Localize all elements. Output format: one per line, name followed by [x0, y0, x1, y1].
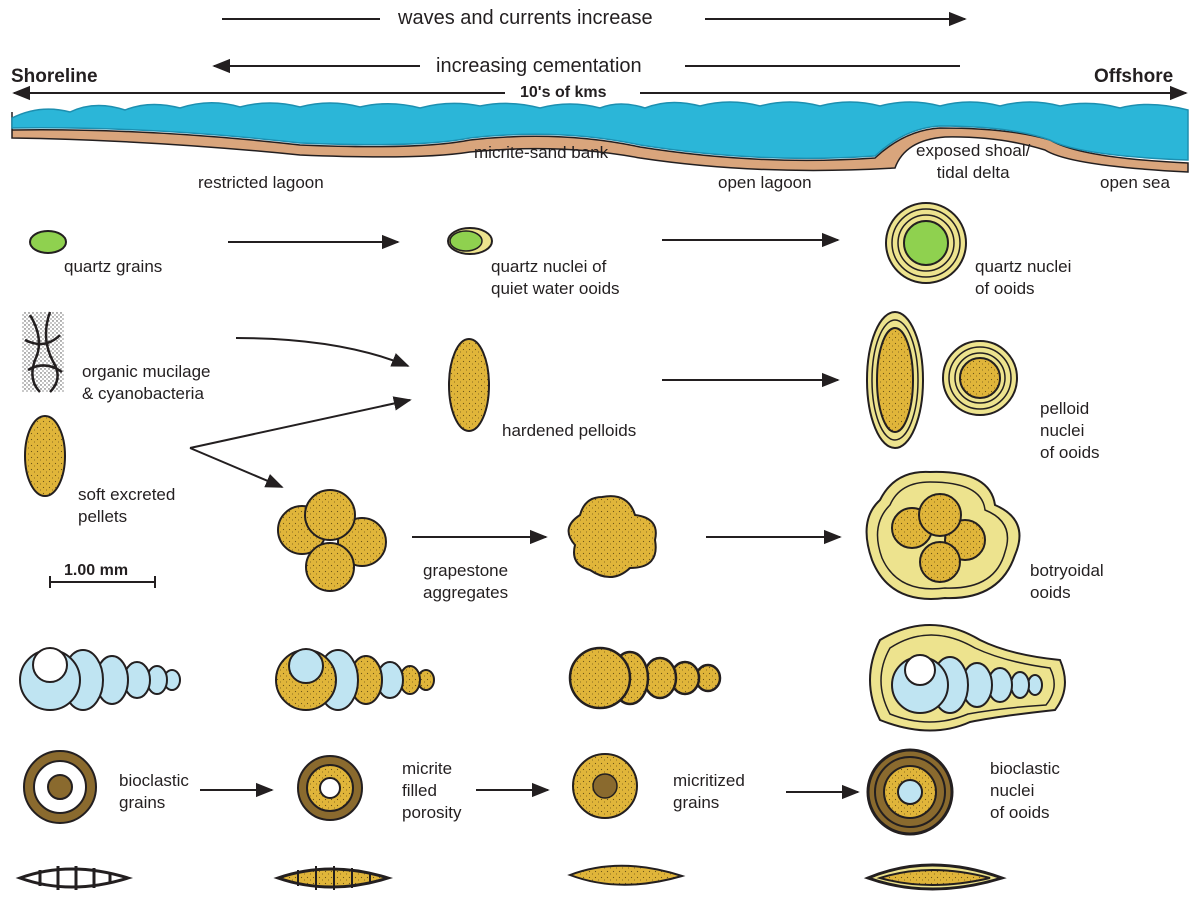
bioclastic-ooid [868, 750, 952, 834]
label-micrite-filled: micrite filled porosity [402, 758, 462, 824]
elongate-bioclast [20, 866, 128, 890]
gastropod-micritized [570, 648, 720, 708]
label-quartz-nuclei-quiet: quartz nuclei of quiet water ooids [491, 256, 620, 300]
env-open-lagoon: open lagoon [718, 172, 812, 194]
arrow [190, 448, 282, 487]
organic-mucilage [22, 312, 64, 392]
pelloid-ooid-elongate [867, 312, 923, 448]
quartz-ooid [886, 203, 966, 283]
quartz-grain [30, 231, 66, 253]
label-quartz-nuclei-ooids: quartz nuclei of ooids [975, 256, 1071, 300]
label-soft-pellets: soft excreted pellets [78, 484, 175, 528]
env-open-sea: open sea [1100, 172, 1170, 194]
bioclastic-grain [24, 751, 96, 823]
label-micritized: micritized grains [673, 770, 745, 814]
gastropod-partly-filled [276, 649, 434, 710]
label-scale-bar: 1.00 mm [64, 560, 128, 582]
label-pelloid-nuclei: pelloid nuclei of ooids [1040, 398, 1100, 464]
label-bioclastic-nuclei: bioclastic nuclei of ooids [990, 758, 1060, 824]
grapestone-cluster [278, 490, 386, 591]
env-exposed-shoal: exposed shoal/ tidal delta [916, 140, 1030, 184]
cementation-label: increasing cementation [436, 55, 642, 77]
hardened-pelloid [449, 339, 489, 431]
micrite-filled-grain [298, 756, 362, 820]
label-hardened-pelloids: hardened pelloids [502, 420, 636, 442]
label-organic-mucilage: organic mucilage & cyanobacteria [82, 361, 211, 405]
arrow [190, 400, 410, 448]
gastropod-shell [20, 648, 180, 710]
shoreline-label: Shoreline [11, 66, 98, 88]
label-quartz-grains: quartz grains [64, 256, 162, 278]
label-bioclastic-grains: bioclastic grains [119, 770, 189, 814]
elongate-bioclast-filled [278, 866, 388, 890]
gastropod-ooid [870, 625, 1065, 731]
env-micrite-sand-bank: micrite-sand bank [474, 142, 608, 164]
offshore-label: Offshore [1094, 66, 1173, 88]
micritized-grain [573, 754, 637, 818]
soft-pellet [25, 416, 65, 496]
arrow [236, 338, 408, 366]
env-restricted-lagoon: restricted lagoon [198, 172, 324, 194]
elongate-bioclast-micritized [570, 866, 682, 885]
distance-label: 10's of kms [520, 82, 607, 104]
label-botryoidal: botryoidal ooids [1030, 560, 1104, 604]
quiet-water-ooid [448, 228, 492, 254]
waves-label: waves and currents increase [398, 7, 653, 29]
elongate-bioclast-ooid [868, 865, 1002, 889]
botryoidal-ooid [867, 472, 1020, 599]
grapestone-aggregate [569, 496, 656, 577]
label-grapestone: grapestone aggregates [423, 560, 508, 604]
pelloid-ooid-round [943, 341, 1017, 415]
